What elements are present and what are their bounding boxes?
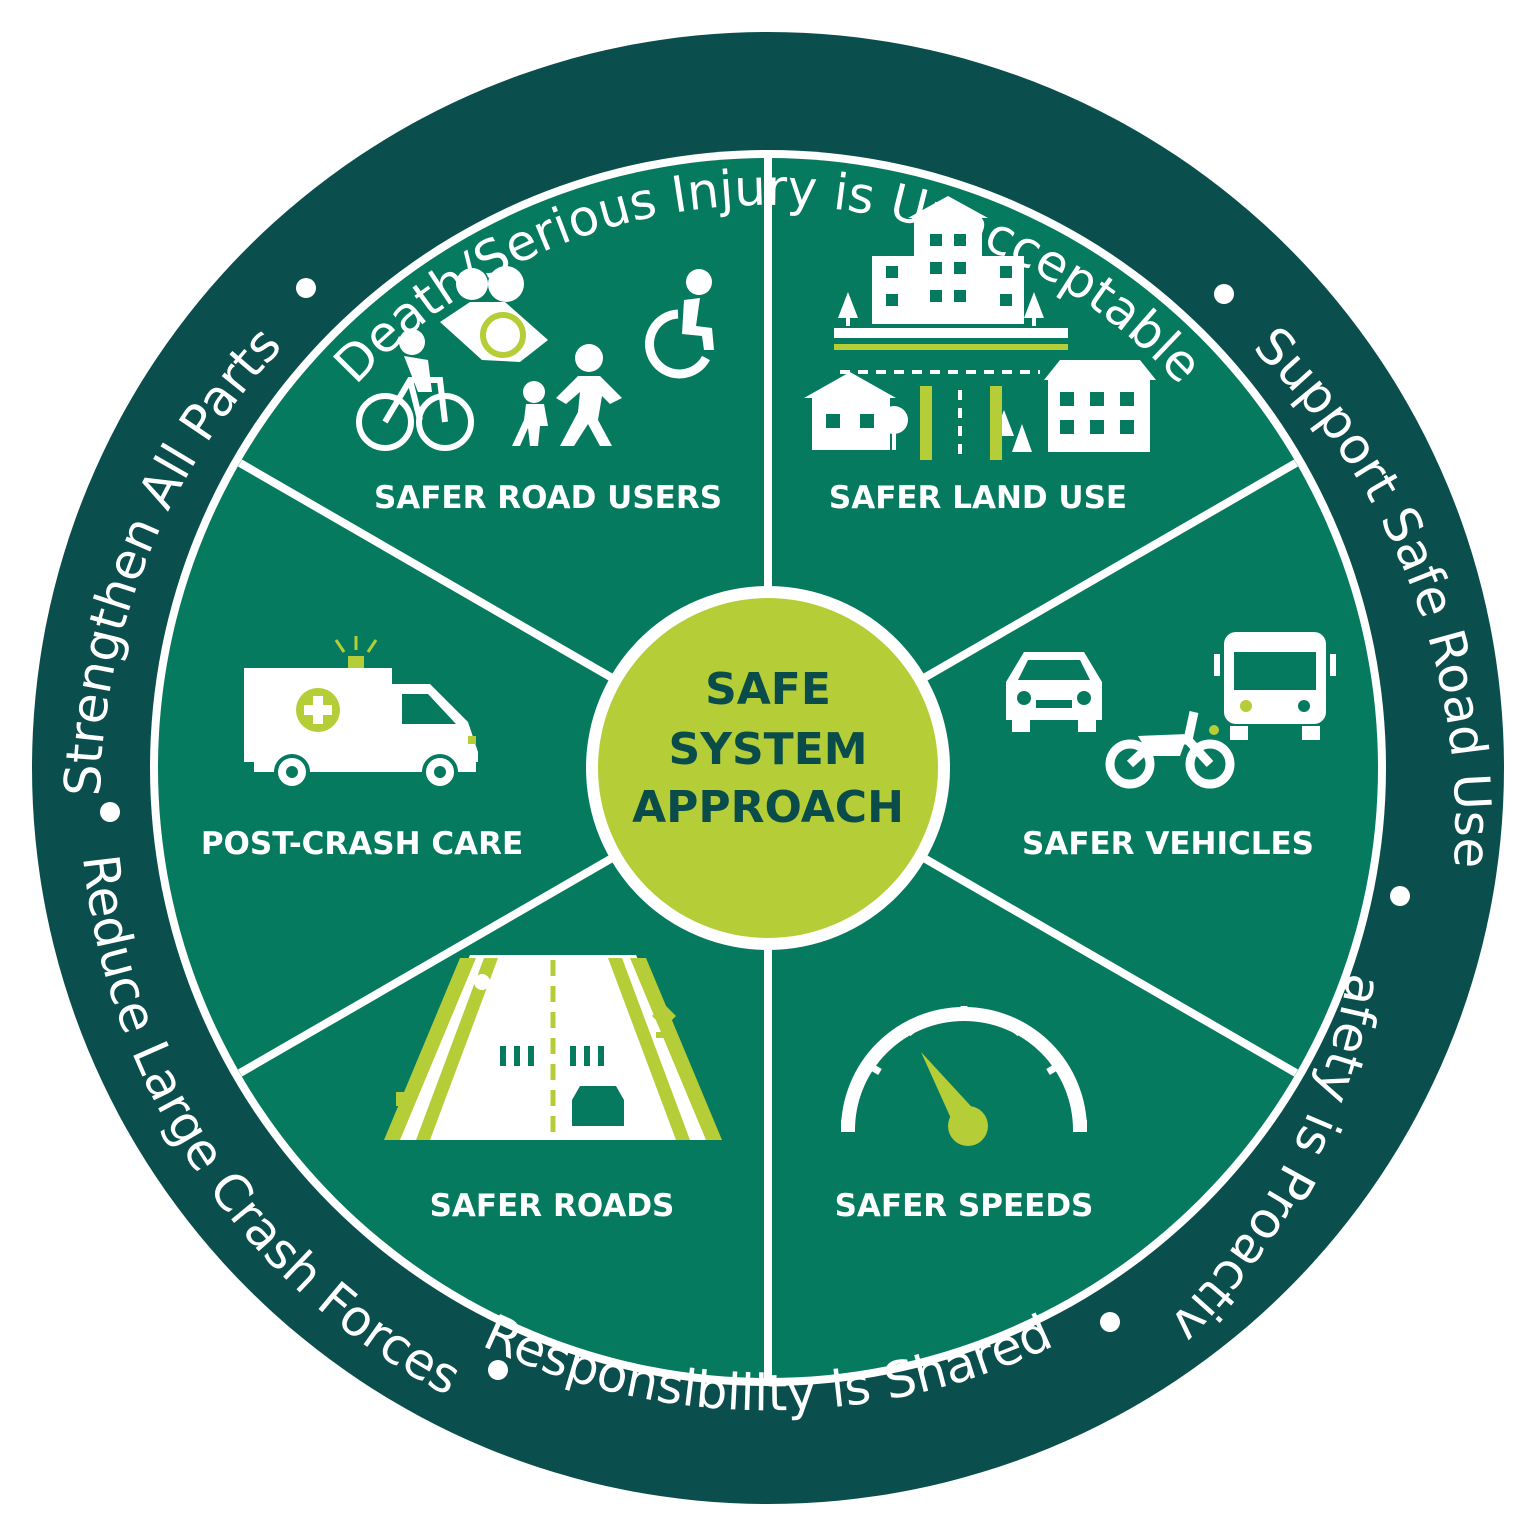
ambulance-icon — [244, 636, 478, 790]
segment-safer-vehicles: SAFER VEHICLES — [1006, 632, 1336, 862]
segment-post-crash-care: POST-CRASH CARE — [201, 636, 523, 862]
ring-separator-dots — [100, 278, 1410, 1380]
separator-dot — [1390, 886, 1410, 906]
road-icon — [384, 955, 722, 1140]
segment-safer-speeds: SAFER SPEEDS — [835, 1006, 1094, 1224]
separator-dot — [100, 802, 120, 822]
segment-safer-land-use: SAFER LAND USE — [804, 196, 1156, 516]
separator-dot — [488, 1360, 508, 1380]
separator-dot — [1100, 1312, 1120, 1332]
center-title-line-3: APPROACH — [632, 782, 904, 833]
segment-label: SAFER ROADS — [430, 1188, 675, 1224]
segment-label: SAFER ROAD USERS — [374, 480, 722, 516]
road-users-icon — [356, 266, 714, 451]
center-hub: SAFE SYSTEM APPROACH — [586, 586, 950, 950]
segment-label: SAFER SPEEDS — [835, 1188, 1094, 1224]
separator-dot — [296, 278, 316, 298]
center-title-line-2: SYSTEM — [668, 724, 867, 775]
vehicles-icon — [1006, 632, 1336, 789]
land-use-icon — [804, 196, 1156, 460]
center-title-line-1: SAFE — [705, 664, 831, 715]
speedometer-icon — [841, 1006, 1087, 1146]
separator-dot — [1214, 284, 1234, 304]
segment-label: POST-CRASH CARE — [201, 826, 523, 862]
segment-safer-roads: SAFER ROADS — [384, 955, 722, 1224]
segment-label: SAFER VEHICLES — [1022, 826, 1314, 862]
segment-label: SAFER LAND USE — [829, 480, 1127, 516]
segment-safer-road-users: SAFER ROAD USERS — [356, 266, 722, 516]
center-circle — [598, 598, 938, 938]
